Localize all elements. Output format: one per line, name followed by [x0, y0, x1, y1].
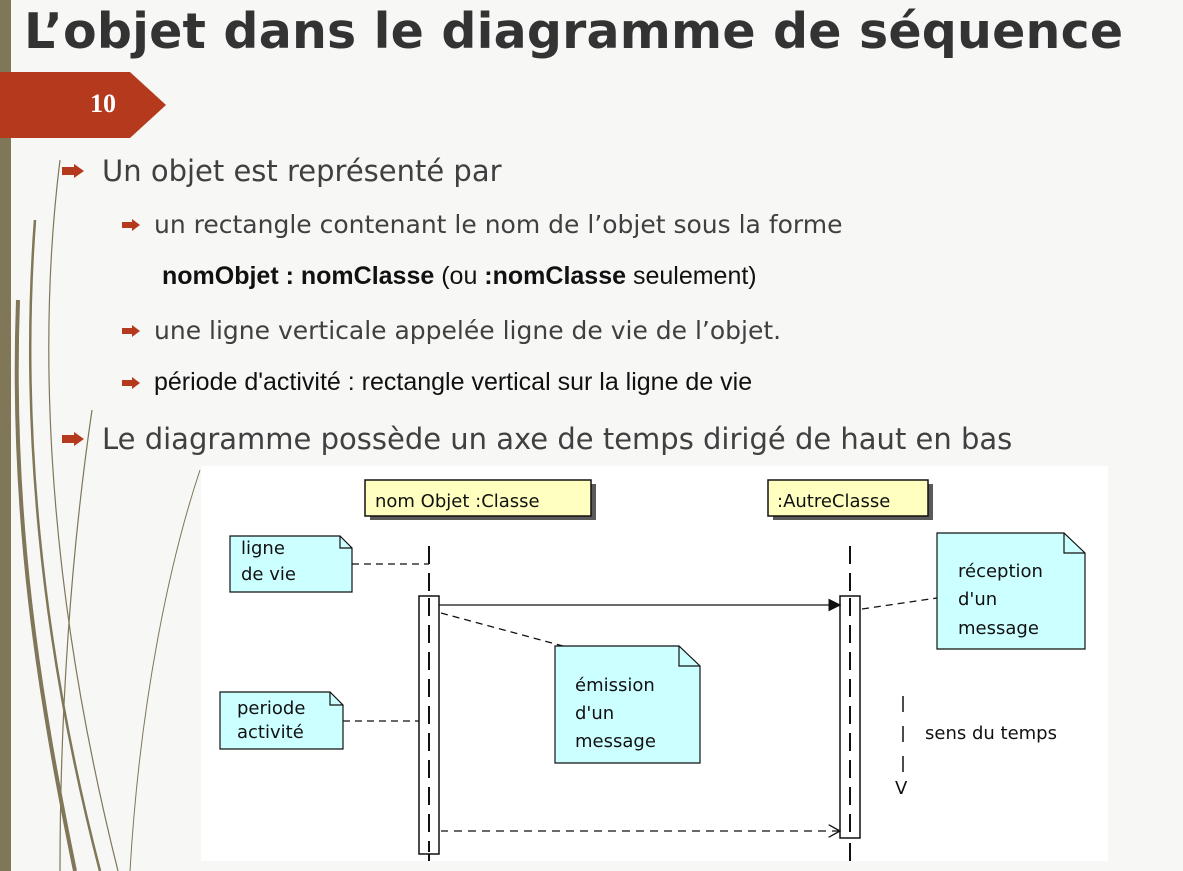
slide-number: 10 [90, 89, 116, 118]
object-box-2: :AutreClasse [767, 479, 933, 520]
note-emission-line1: émission [575, 675, 655, 696]
object-1-label: nom Objet :Classe [375, 491, 540, 512]
slide-title: L’objet dans le diagramme de séquence [24, 3, 1124, 60]
object-box-1: nom Objet :Classe [364, 479, 596, 520]
note-reception-line3: message [958, 618, 1039, 639]
note-reception-line2: d'un [958, 589, 997, 610]
note-activity-line2: activité [237, 722, 304, 743]
arrow-bullet-icon [62, 432, 84, 446]
bullet-1a: un rectangle contenant le nom de l’objet… [122, 210, 843, 239]
activation-bar-1 [418, 595, 440, 855]
note-emission: émission d'un message [440, 612, 701, 764]
arrow-bullet-icon [122, 376, 140, 389]
sequence-diagram: nom Objet :Classe :AutreClasse ligne de … [201, 466, 1108, 861]
arrow-bullet-icon [122, 218, 140, 231]
bullet-2-text: Le diagramme possède un axe de temps dir… [102, 422, 1013, 456]
slide-number-badge: 10 [0, 72, 166, 138]
note-lifeline-line1: ligne [241, 538, 285, 559]
note-lifeline-line2: de vie [241, 564, 296, 585]
note-reception-line1: réception [958, 561, 1043, 582]
time-axis-label: sens du temps [925, 723, 1057, 744]
class-format-bold: :nomClasse [484, 262, 627, 290]
object-format-mid: (ou [434, 262, 485, 290]
left-decorative-band [0, 0, 11, 871]
object-format-bold: nomObjet : nomClasse [162, 262, 435, 290]
note-reception: réception d'un message [861, 532, 1086, 650]
bullet-1c-text: période d'activité : rectangle vertical … [154, 368, 753, 396]
time-axis-arrow: V [895, 778, 908, 799]
bullet-1a-text: un rectangle contenant le nom de l’objet… [154, 210, 843, 239]
note-activity-line1: periode [237, 698, 305, 719]
note-emission-line3: message [575, 731, 656, 752]
arrow-bullet-icon [122, 324, 140, 337]
object-2-label: :AutreClasse [777, 491, 890, 512]
note-emission-line2: d'un [575, 703, 614, 724]
note-lifeline: ligne de vie [229, 535, 429, 593]
note-activity: periode activité [219, 691, 419, 750]
bullet-1a-format: nomObjet : nomClasse (ou :nomClasse seul… [162, 262, 757, 291]
bullet-1: Un objet est représenté par [62, 154, 502, 188]
bullet-1b: une ligne verticale appelée ligne de vie… [122, 316, 782, 345]
bullet-1c: période d'activité : rectangle vertical … [122, 368, 753, 397]
bullet-2: Le diagramme possède un axe de temps dir… [62, 422, 1013, 456]
time-axis: sens du temps V [895, 696, 1057, 799]
arrow-bullet-icon [62, 164, 84, 178]
bullet-1b-text: une ligne verticale appelée ligne de vie… [154, 316, 782, 345]
bullet-1-text: Un objet est représenté par [102, 154, 502, 188]
object-format-end: seulement) [626, 262, 757, 290]
